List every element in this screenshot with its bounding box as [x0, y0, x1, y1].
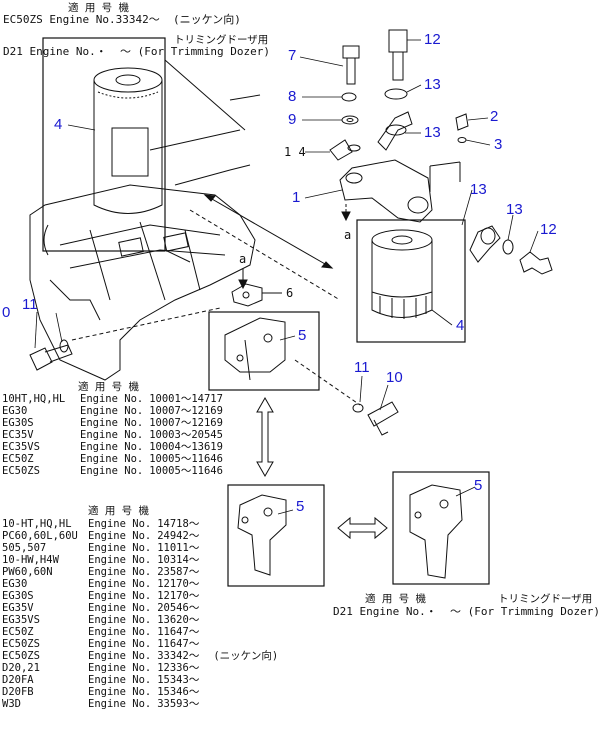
reference-a-pointer: [231, 268, 282, 307]
callout-0: 0: [2, 304, 11, 321]
filter-inset-left: [42, 37, 246, 263]
callout-9: 9: [288, 111, 297, 128]
callout-13-d: 13: [506, 201, 523, 218]
callout-13-c: 13: [470, 181, 487, 198]
callout-4-right: 4: [456, 317, 465, 334]
callout-10: 10: [386, 369, 403, 386]
reference-a-right: a: [344, 228, 352, 242]
leader-lines: [34, 39, 539, 515]
direction-arrow: [189, 194, 341, 301]
bolt-right: [294, 359, 399, 436]
header-trimming-dozer-jp: トリミングドーザ用: [174, 34, 269, 46]
header-d21-engine: D21 Engine No.・ ～ (For Trimming Dozer): [3, 45, 271, 58]
reference-a-center: a: [239, 252, 247, 266]
footer-d21-engine: D21 Engine No.・ ～ (For Trimming Dozer): [333, 605, 600, 618]
filter-inset-right: [356, 219, 466, 343]
callout-6: 6: [286, 286, 294, 300]
table1-title: 適 用 号 機: [78, 381, 139, 393]
filter-head-assembly: [329, 139, 461, 223]
callout-14: 1 4: [284, 145, 306, 159]
callout-5-middle: 5: [298, 327, 307, 344]
footer-trimming-dozer-jp: トリミングドーザ用: [498, 593, 593, 605]
table2-title: 適 用 号 機: [88, 505, 149, 517]
callout-11-right: 11: [354, 359, 370, 376]
callout-8: 8: [288, 88, 297, 105]
callout-7: 7: [288, 47, 297, 64]
bracket-inset-middle: [208, 311, 320, 391]
bracket-inset-bottom: [227, 484, 325, 587]
callout-11-left: 11: [22, 296, 38, 313]
header-engine-range: EC50ZS Engine No.33342～ (ニッケン向): [3, 13, 241, 26]
callout-13-a: 13: [424, 76, 441, 93]
callout-5-right: 5: [474, 477, 483, 494]
horizontal-arrow: [337, 516, 388, 540]
bracket-inset-right: [392, 471, 490, 585]
vertical-arrow: [256, 396, 274, 478]
callout-12-top: 12: [424, 31, 441, 48]
footer-applicable-title: 適 用 号 機: [365, 593, 426, 605]
engine-block: [29, 94, 261, 381]
callout-1: 1: [292, 189, 301, 206]
callout-4-left: 4: [54, 116, 63, 133]
callout-12-right: 12: [540, 221, 557, 238]
bolts-top: [341, 29, 469, 152]
callout-2: 2: [490, 108, 499, 125]
callout-13-b: 13: [424, 124, 441, 141]
bolt-left: [29, 307, 221, 371]
callout-5-bottom: 5: [296, 498, 305, 515]
callout-3: 3: [494, 136, 503, 153]
header-applicable-title: 適 用 号 機: [68, 2, 129, 14]
